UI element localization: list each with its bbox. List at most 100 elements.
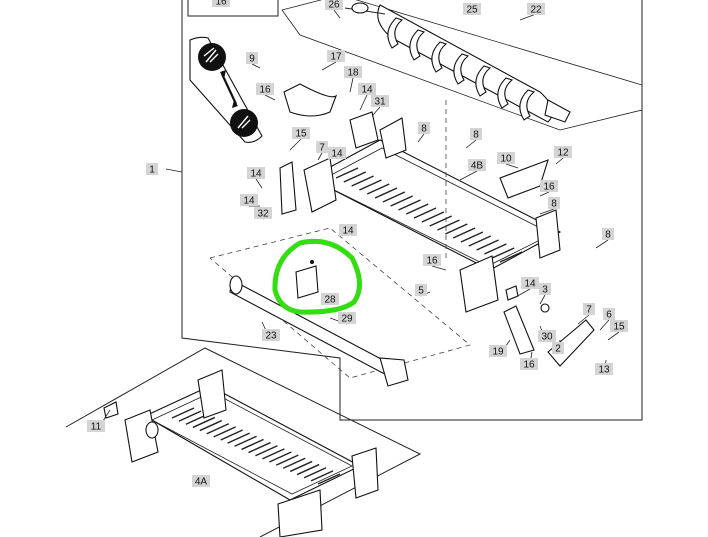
callout-14: 14 bbox=[339, 224, 357, 237]
concave-slot bbox=[343, 171, 367, 183]
callout-text: 30 bbox=[541, 332, 553, 343]
callout-6: 6 bbox=[603, 308, 615, 321]
leader-line bbox=[251, 63, 261, 69]
callout-text: 8 bbox=[605, 230, 611, 241]
callout-text: 16 bbox=[543, 182, 555, 193]
leader-line bbox=[539, 208, 555, 215]
concave-slot bbox=[255, 445, 278, 457]
callout-text: 7 bbox=[586, 305, 592, 316]
rotor-flight bbox=[409, 29, 426, 61]
callout-13: 13 bbox=[595, 363, 613, 376]
callout-18: 18 bbox=[344, 66, 362, 79]
callout-text: 16 bbox=[426, 256, 438, 267]
concave-slot bbox=[429, 215, 453, 227]
callout-23: 23 bbox=[262, 329, 280, 342]
callout-11: 11 bbox=[87, 420, 105, 433]
assembly-frame bbox=[181, 0, 643, 421]
callout-text: 28 bbox=[324, 295, 336, 306]
hardware bbox=[279, 83, 595, 367]
leader-line bbox=[289, 138, 302, 151]
leader-line bbox=[599, 319, 610, 331]
concave-slot bbox=[468, 235, 492, 247]
callout-text: 14 bbox=[361, 85, 373, 96]
callout-28: 28 bbox=[321, 293, 339, 306]
concave-slot bbox=[335, 167, 359, 179]
callout-text: 29 bbox=[341, 314, 353, 325]
rotor-flight bbox=[387, 17, 404, 49]
concave-slot bbox=[206, 423, 230, 435]
concave-slot bbox=[421, 211, 445, 223]
callout-16: 16 bbox=[520, 358, 538, 371]
callout-3: 3 bbox=[539, 283, 551, 296]
concave-slot bbox=[390, 195, 413, 207]
concave-slot bbox=[491, 247, 515, 259]
concave-slot bbox=[171, 407, 195, 419]
concave-slot bbox=[199, 419, 223, 432]
leader-line bbox=[595, 239, 609, 249]
callout-text: 7 bbox=[319, 143, 325, 154]
callout-1: 1 bbox=[146, 163, 158, 176]
rotor-shaft bbox=[281, 0, 643, 131]
callout-8: 8 bbox=[548, 197, 560, 210]
callout-text: 32 bbox=[257, 209, 269, 220]
concave-slot bbox=[398, 199, 421, 211]
callout-12: 12 bbox=[554, 146, 572, 159]
callout-19: 19 bbox=[489, 345, 507, 358]
concave-slot bbox=[484, 243, 507, 255]
concave-slot bbox=[241, 438, 264, 451]
callout-text: 11 bbox=[91, 422, 102, 433]
concave-slot bbox=[248, 441, 271, 454]
leader-line bbox=[459, 170, 478, 181]
concave-slot bbox=[452, 227, 476, 239]
callout-text: 5 bbox=[418, 286, 424, 297]
callout-text: 14 bbox=[524, 279, 536, 290]
callout-16: 16 bbox=[212, 0, 230, 8]
rotor-flight bbox=[497, 77, 514, 109]
leader-line bbox=[255, 178, 263, 189]
rotor-flight bbox=[453, 53, 470, 85]
callout-text: 12 bbox=[557, 148, 569, 159]
callout-25: 25 bbox=[463, 3, 481, 16]
callout-8: 8 bbox=[470, 128, 482, 141]
callout-7: 7 bbox=[583, 303, 595, 316]
callout-16: 16 bbox=[540, 180, 558, 193]
callout-14: 14 bbox=[521, 277, 539, 290]
concave-slot bbox=[445, 223, 468, 235]
callout-15: 15 bbox=[610, 320, 628, 333]
grain-dense-icon bbox=[198, 43, 226, 71]
concave-slot bbox=[289, 460, 313, 473]
rotor-flight bbox=[519, 89, 536, 121]
leader-line bbox=[465, 139, 477, 149]
callout-text: 31 bbox=[374, 97, 386, 108]
callout-text: 19 bbox=[492, 347, 504, 358]
callout-text: 13 bbox=[598, 365, 610, 376]
callout-22: 22 bbox=[527, 3, 545, 16]
leader-line bbox=[431, 265, 447, 271]
callout-14: 14 bbox=[328, 147, 346, 160]
concave-slot bbox=[437, 219, 460, 231]
highlight-circle bbox=[272, 238, 362, 315]
concave-slot bbox=[413, 207, 437, 219]
callout-14: 14 bbox=[240, 194, 258, 207]
concave-slot bbox=[374, 187, 398, 199]
frame-outline-dashed bbox=[209, 100, 471, 379]
leader-line bbox=[417, 133, 425, 143]
callout-text: 16 bbox=[215, 0, 227, 8]
callout-text: 10 bbox=[500, 154, 512, 165]
concave-slot bbox=[234, 435, 257, 447]
callout-16: 16 bbox=[423, 254, 441, 267]
concave-slot bbox=[499, 251, 523, 263]
callout-text: 25 bbox=[466, 5, 478, 16]
concave-slot bbox=[178, 410, 202, 422]
callout-14: 14 bbox=[247, 167, 265, 180]
callout-text: 14 bbox=[342, 226, 354, 237]
callout-text: 4B bbox=[471, 161, 484, 172]
concave-4a bbox=[65, 347, 422, 537]
concave-slot bbox=[476, 239, 499, 251]
leader-line bbox=[349, 77, 354, 93]
callout-text: 15 bbox=[295, 129, 307, 140]
callout-text: 14 bbox=[243, 196, 255, 207]
crossbar bbox=[229, 275, 409, 387]
callout-30: 30 bbox=[538, 330, 556, 343]
